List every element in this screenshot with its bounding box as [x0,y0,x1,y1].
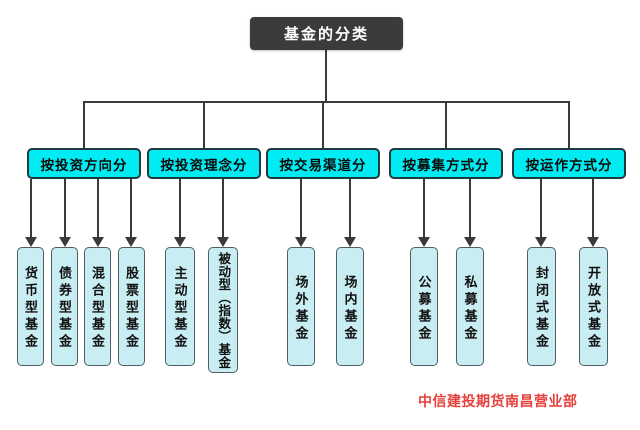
leaf-label: 债券型基金 [57,266,72,351]
arrow-down-icon [587,179,599,247]
leaf-node-closed-end-fund: 封闭式基金 [527,247,556,366]
leaf-node-stock-fund: 股票型基金 [118,247,145,366]
leaf-node-open-end-fund: 开放式基金 [579,247,608,366]
arrow-down-icon [464,179,476,247]
arrow-down-icon [535,179,547,247]
root-node: 基金的分类 [250,17,403,50]
connector-drop-3 [322,101,324,148]
leaf-label: 股票型基金 [124,266,139,351]
leaf-label: 被动型（指数）基金 [216,251,231,369]
leaf-label: 场内基金 [342,274,358,343]
leaf-label: 场外基金 [293,274,309,343]
connector-drop-5 [568,101,570,148]
leaf-label: 货币型基金 [23,266,38,351]
leaf-node-public-fund: 公募基金 [410,247,438,366]
arrow-down-icon [174,179,186,247]
leaf-node-passive-index-fund: 被动型（指数）基金 [208,247,238,373]
leaf-node-active-fund: 主动型基金 [165,247,195,366]
category-investment-direction: 按投资方向分 [27,148,141,179]
arrow-down-icon [418,179,430,247]
leaf-node-exchange-fund: 场内基金 [336,247,364,366]
arrow-down-icon [217,179,229,247]
arrow-down-icon [295,179,307,247]
category-fundraising-method: 按募集方式分 [389,148,503,179]
category-trading-channel: 按交易渠道分 [266,148,380,179]
category-operation-method: 按运作方式分 [512,148,626,179]
watermark-text: 中信建投期货南昌营业部 [418,393,578,409]
leaf-label: 封闭式基金 [534,266,549,351]
leaf-label: 公募基金 [416,274,432,343]
leaf-node-private-fund: 私募基金 [456,247,484,366]
leaf-label: 混合型基金 [90,266,105,351]
connector-drop-2 [203,101,205,148]
leaf-node-hybrid-fund: 混合型基金 [84,247,111,366]
arrow-down-icon [92,179,104,247]
leaf-node-money-fund: 货币型基金 [17,247,44,366]
arrow-down-icon [125,179,137,247]
connector-root-stem [325,50,327,101]
arrow-down-icon [25,179,37,247]
leaf-label: 私募基金 [462,274,478,343]
leaf-label: 开放式基金 [586,266,601,351]
leaf-node-bond-fund: 债券型基金 [51,247,78,366]
category-investment-philosophy: 按投资理念分 [147,148,261,179]
arrow-down-icon [59,179,71,247]
arrow-down-icon [344,179,356,247]
leaf-label: 主动型基金 [172,266,188,351]
connector-drop-1 [83,101,85,148]
connector-horizontal-bus [83,101,570,103]
leaf-node-otc-fund: 场外基金 [287,247,315,366]
connector-drop-4 [445,101,447,148]
